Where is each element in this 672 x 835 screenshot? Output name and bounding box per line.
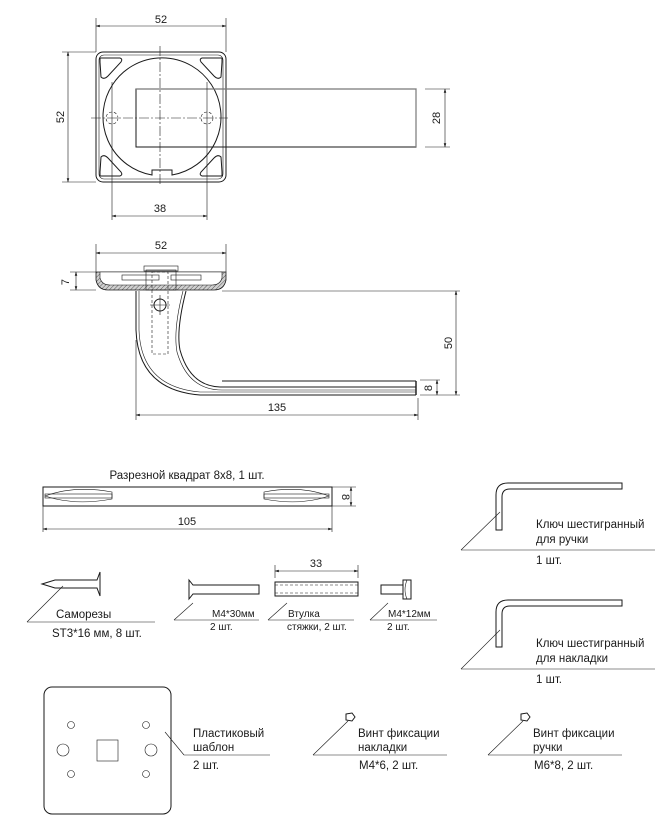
sleeve-label: Втулка <box>288 609 320 620</box>
hex-key-rosette-label-2: для накладки <box>536 653 608 665</box>
corner-slot <box>199 57 223 79</box>
bolt-m4x30-label: M4*30мм <box>212 609 255 620</box>
leader-line <box>26 585 64 623</box>
short-bolt-icon <box>380 584 404 595</box>
kit-sleeve: 33 Втулка стяжки, 2 шт. <box>267 558 359 633</box>
rosette-cavity <box>99 271 223 286</box>
set-screw-icon <box>345 712 356 722</box>
kit-template: Пластиковый шаблон 2 шт. <box>43 686 270 815</box>
dim-handle-height: 50 <box>443 337 455 349</box>
spindle-split <box>44 489 113 503</box>
rosette-inner-edge <box>98 54 224 180</box>
bolt-m4x12-label: M4*12мм <box>388 609 431 620</box>
lever-outer-inner <box>138 291 416 393</box>
sleeve-icon <box>274 581 359 597</box>
template-hole-small <box>67 770 75 778</box>
spindle-bar <box>42 486 333 507</box>
spindle-split <box>263 489 330 503</box>
hex-key-rosette-qty: 1 шт. <box>536 674 562 686</box>
hex-key-handle-label-1: Ключ шестигранный <box>536 519 644 531</box>
slot <box>121 274 160 281</box>
set-screw-rosette-label-2: накладки <box>358 742 407 754</box>
dim-sleeve-length: 33 <box>310 558 322 570</box>
slot <box>170 274 202 281</box>
bolt-icon <box>188 578 260 601</box>
hex-key-rosette-label-1: Ключ шестигранный <box>536 638 644 650</box>
dim-spindle-length: 105 <box>178 516 196 528</box>
kit-bolt-m4x12: M4*12мм 2 шт. <box>369 579 437 633</box>
template-square-hole <box>96 739 119 762</box>
set-screw-handle-label-1: Винт фиксации <box>533 728 615 740</box>
base-circle <box>102 57 222 176</box>
hex-key-handle-label-2: для ручки <box>536 534 588 546</box>
template-label-2: шаблон <box>193 742 234 754</box>
leader-line <box>173 602 194 621</box>
template-hole-small <box>142 721 150 729</box>
leader-line <box>164 731 185 756</box>
lever-outer <box>135 291 416 396</box>
spindle-hidden <box>151 271 169 355</box>
leader-line <box>312 720 349 756</box>
corner-slot <box>99 57 123 79</box>
leader-line <box>460 511 501 551</box>
template-hole-large <box>144 743 158 757</box>
corner-slot <box>99 155 123 177</box>
leader-line <box>267 602 288 621</box>
lever-inner-inner <box>175 290 416 391</box>
leader-line <box>460 629 501 670</box>
leader-line <box>487 720 524 756</box>
template-hole-small <box>67 721 75 729</box>
dim-top-width: 52 <box>155 14 167 26</box>
template-label-1: Пластиковый <box>193 728 264 740</box>
kit-spindle: Разрезной квадрат 8х8, 1 шт. 8 105 <box>42 470 356 532</box>
dim-handle-length: 135 <box>268 402 286 414</box>
set-screw-rosette-label-1: Винт фиксации <box>358 728 440 740</box>
bolt-m4x12-qty: 2 шт. <box>387 622 410 633</box>
hex-key-icon <box>495 482 623 531</box>
wood-screw-icon <box>40 571 101 597</box>
sleeve-spec: стяжки, 2 шт. <box>287 622 347 633</box>
dim-lever-width: 28 <box>431 112 443 124</box>
set-screw-icon <box>520 712 531 722</box>
top-view: 52 52 38 28 <box>55 14 450 220</box>
spindle-slot <box>263 493 330 499</box>
dim-top-height: 52 <box>55 111 67 123</box>
screws-spec: ST3*16 мм, 8 шт. <box>52 628 142 640</box>
dim-hole-spacing: 38 <box>154 203 166 215</box>
side-view: 52 7 50 8 135 <box>60 240 460 420</box>
screws-label: Саморезы <box>56 609 111 621</box>
corner-slot <box>199 155 223 177</box>
template-qty: 2 шт. <box>193 760 219 772</box>
template-hole-small <box>142 770 150 778</box>
kit-screws: Саморезы ST3*16 мм, 8 шт. <box>26 571 155 640</box>
kit-hex-key-rosette: Ключ шестигранный для накладки 1 шт. <box>460 599 655 686</box>
spindle-slot <box>44 493 113 499</box>
template-plate-icon <box>43 686 172 815</box>
spindle-cap <box>143 265 179 272</box>
set-screw-handle-label-2: ручки <box>533 742 562 754</box>
kit-set-screw-rosette: Винт фиксации накладки M4*6, 2 шт. <box>312 712 447 772</box>
kit-hex-key-handle: Ключ шестигранный для ручки 1 шт. <box>460 482 655 567</box>
kit-set-screw-handle: Винт фиксации ручки M6*8, 2 шт. <box>487 712 622 772</box>
short-bolt-head <box>402 579 412 600</box>
dim-rosette-thickness: 7 <box>60 279 72 285</box>
kit-bolt-m4x30: M4*30мм 2 шт. <box>173 578 260 633</box>
dim-rosette-width: 52 <box>155 240 167 252</box>
set-screw-handle-spec: M6*8, 2 шт. <box>534 760 593 772</box>
set-screw-rosette-spec: M4*6, 2 шт. <box>359 760 418 772</box>
rosette-outline <box>95 51 227 183</box>
hex-key-icon <box>495 599 623 648</box>
dim-lever-thickness: 8 <box>423 385 435 391</box>
spindle-boss <box>145 269 177 291</box>
lever-inner <box>178 290 416 388</box>
spindle-title: Разрезной квадрат 8х8, 1 шт. <box>109 470 264 482</box>
short-bolt-head-curve <box>404 579 408 600</box>
leader-line <box>369 602 389 621</box>
dim-spindle-section: 8 <box>339 494 351 500</box>
bolt-m4x30-qty: 2 шт. <box>210 622 233 633</box>
hex-key-handle-qty: 1 шт. <box>536 555 562 567</box>
template-hole-large <box>56 743 70 757</box>
